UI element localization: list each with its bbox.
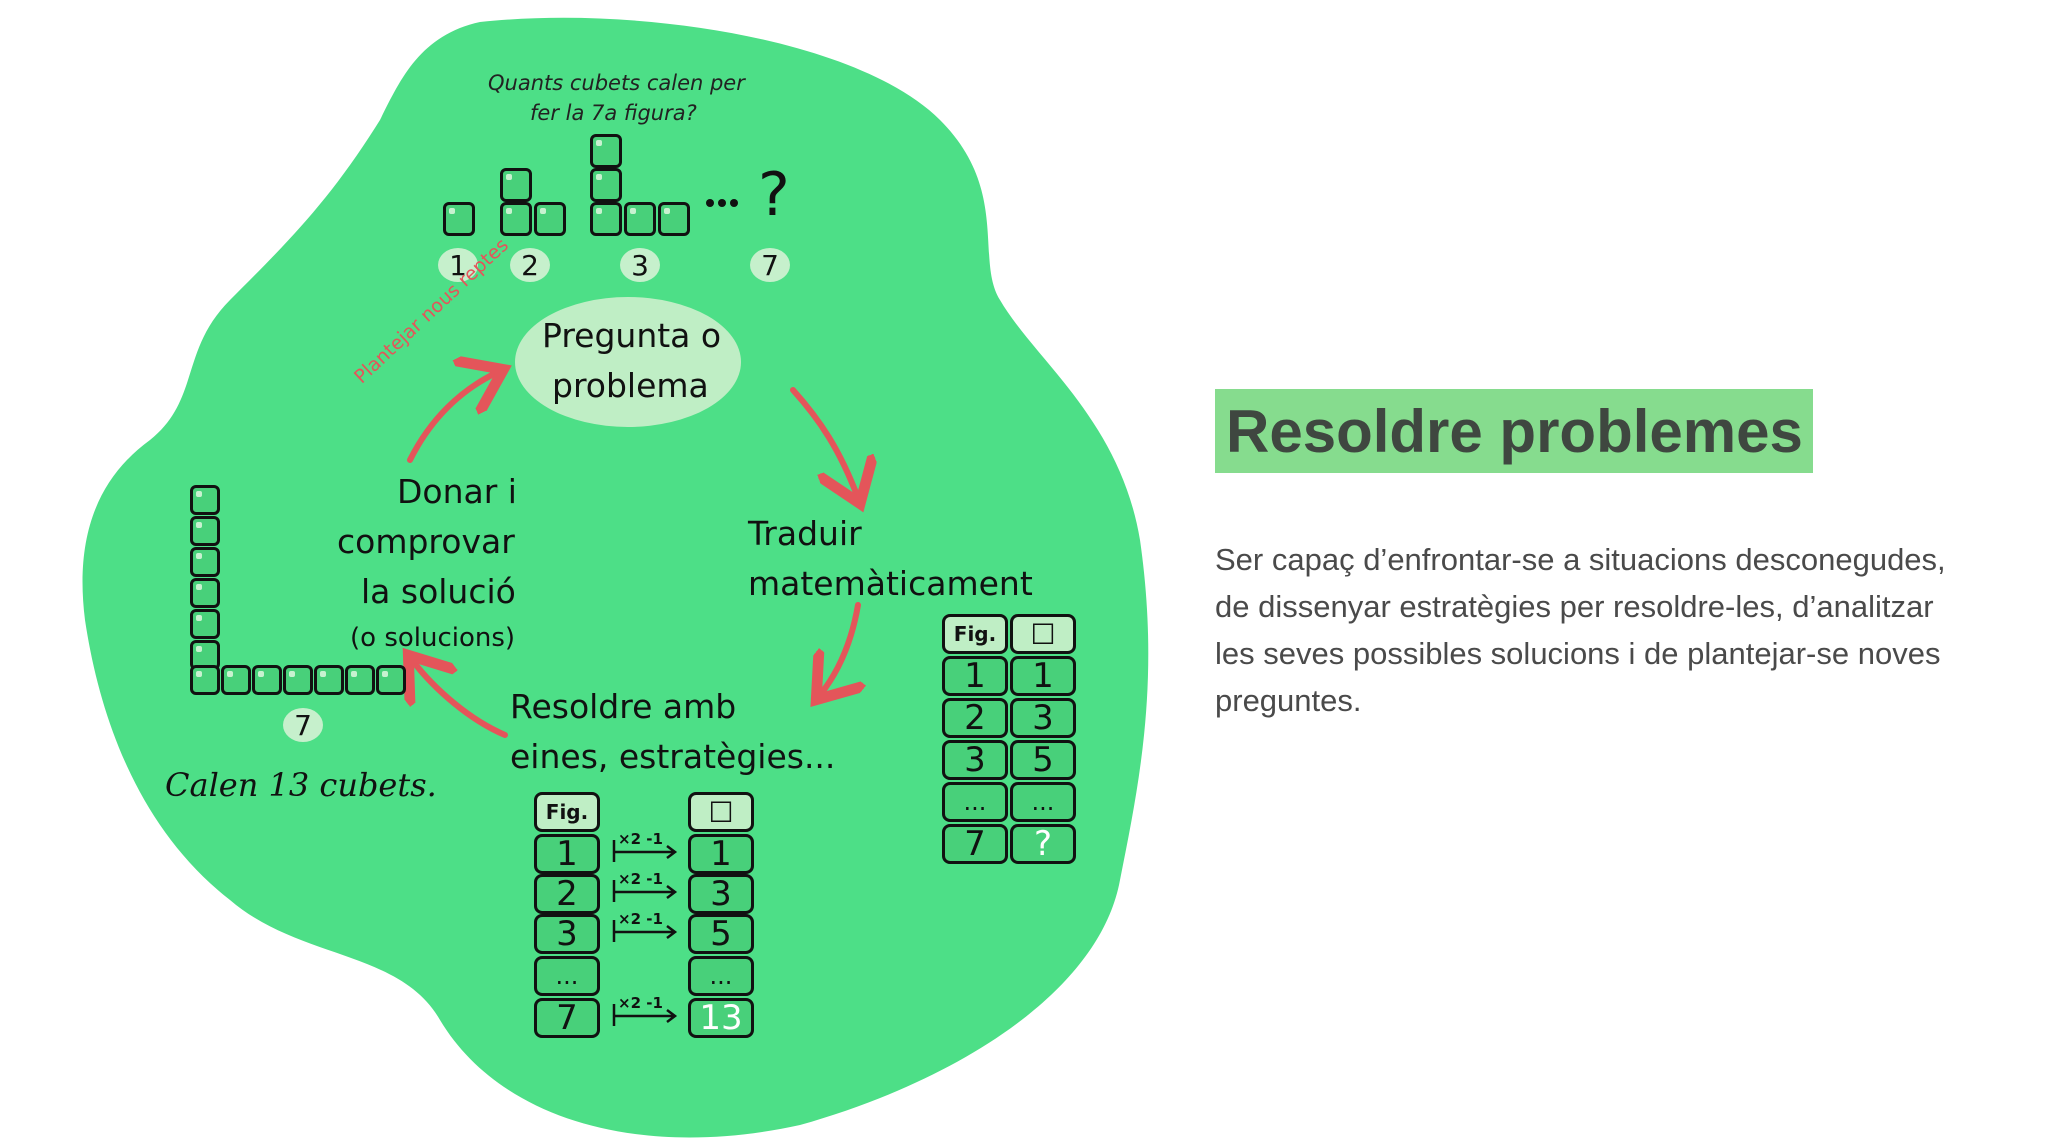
cube	[190, 665, 220, 695]
cube	[252, 665, 282, 695]
cube	[190, 609, 220, 639]
center-line-2: problema	[552, 366, 709, 405]
step-solve-2: eines, estratègies...	[510, 737, 836, 776]
table-bottom-val-4: ...	[688, 956, 754, 996]
table-right-val-4: ...	[1010, 782, 1076, 822]
table-bottom-fig-5: 7	[534, 998, 600, 1038]
table-bottom-val-1: 1	[688, 834, 754, 874]
arrow-to-check	[412, 660, 508, 738]
title-highlight	[1215, 389, 1813, 473]
cube	[590, 134, 622, 168]
cube	[314, 665, 344, 695]
cube	[590, 202, 622, 236]
table-right-fig-1: 1	[942, 656, 1008, 696]
operation-label-2: ×2 -1	[618, 870, 663, 888]
question-mark: ?	[758, 160, 790, 230]
table-bottom-fig-4: ...	[534, 956, 600, 996]
ellipsis-dots	[706, 199, 738, 207]
table-bottom-header-fig: Fig.	[534, 792, 600, 832]
step-check-4: (o solucions)	[350, 623, 516, 653]
step-check-2: comprovar	[337, 522, 515, 561]
table-right-header-fig: Fig.	[942, 614, 1008, 654]
page-title: Resoldre problemes	[1226, 398, 1803, 465]
step-check-1: Donar i	[397, 472, 517, 511]
table-right-fig-5: 7	[942, 824, 1008, 864]
table-bottom-val-2: 3	[688, 874, 754, 914]
question-line-2: fer la 7a figura?	[530, 101, 697, 125]
table-right-val-5: ?	[1010, 824, 1076, 864]
bottom-table-arrows	[612, 840, 678, 1026]
table-right-val-3: 5	[1010, 740, 1076, 780]
table-bottom-fig-2: 2	[534, 874, 600, 914]
table-right-fig-2: 2	[942, 698, 1008, 738]
table-right-header-square: ☐	[1010, 614, 1076, 654]
arrow-new-challenges	[407, 372, 498, 463]
table-bottom-val-3: 5	[688, 914, 754, 954]
table-right-val-1: 1	[1010, 656, 1076, 696]
green-blob	[82, 17, 1149, 1138]
table-right-val-2: 3	[1010, 698, 1076, 738]
cube	[624, 202, 656, 236]
cube	[345, 665, 375, 695]
figure-label-1: 1	[438, 248, 478, 282]
cube	[500, 168, 532, 202]
figure-label-7: 7	[750, 248, 790, 282]
cube	[190, 578, 220, 608]
step-translate-2: matemàticament	[748, 564, 1033, 603]
cube	[190, 547, 220, 577]
table-right-fig-3: 3	[942, 740, 1008, 780]
figure-label-3: 3	[620, 248, 660, 282]
result-note: Calen 13 cubets.	[165, 766, 437, 804]
table-bottom-val-5: 13	[688, 998, 754, 1038]
result-badge: 7	[283, 708, 323, 742]
arrow-to-solve	[820, 602, 858, 695]
question-line-1: Quants cubets calen per	[488, 71, 745, 95]
cube	[190, 516, 220, 546]
table-right-fig-4: ...	[942, 782, 1008, 822]
operation-label-5: ×2 -1	[618, 994, 663, 1012]
cube	[221, 665, 251, 695]
table-bottom-fig-3: 3	[534, 914, 600, 954]
cube	[443, 202, 475, 236]
step-solve-1: Resoldre amb	[510, 687, 737, 726]
center-line-1: Pregunta o	[542, 316, 722, 355]
cube	[500, 202, 532, 236]
operation-label-1: ×2 -1	[618, 830, 663, 848]
table-bottom-header-square: ☐	[688, 792, 754, 832]
operation-label-3: ×2 -1	[618, 910, 663, 928]
cube	[590, 168, 622, 202]
cube	[534, 202, 566, 236]
step-check-3: la solució	[361, 572, 516, 611]
cube	[376, 665, 406, 695]
cube	[190, 485, 220, 515]
description: Ser capaç d’enfrontar-se a situacions de…	[1215, 542, 1946, 718]
arrow-to-translate	[790, 387, 858, 498]
figure-label-2: 2	[510, 248, 550, 282]
step-translate-1: Traduir	[748, 514, 862, 553]
cube	[658, 202, 690, 236]
center-ellipse	[515, 297, 741, 427]
cube	[283, 665, 313, 695]
table-bottom-fig-1: 1	[534, 834, 600, 874]
